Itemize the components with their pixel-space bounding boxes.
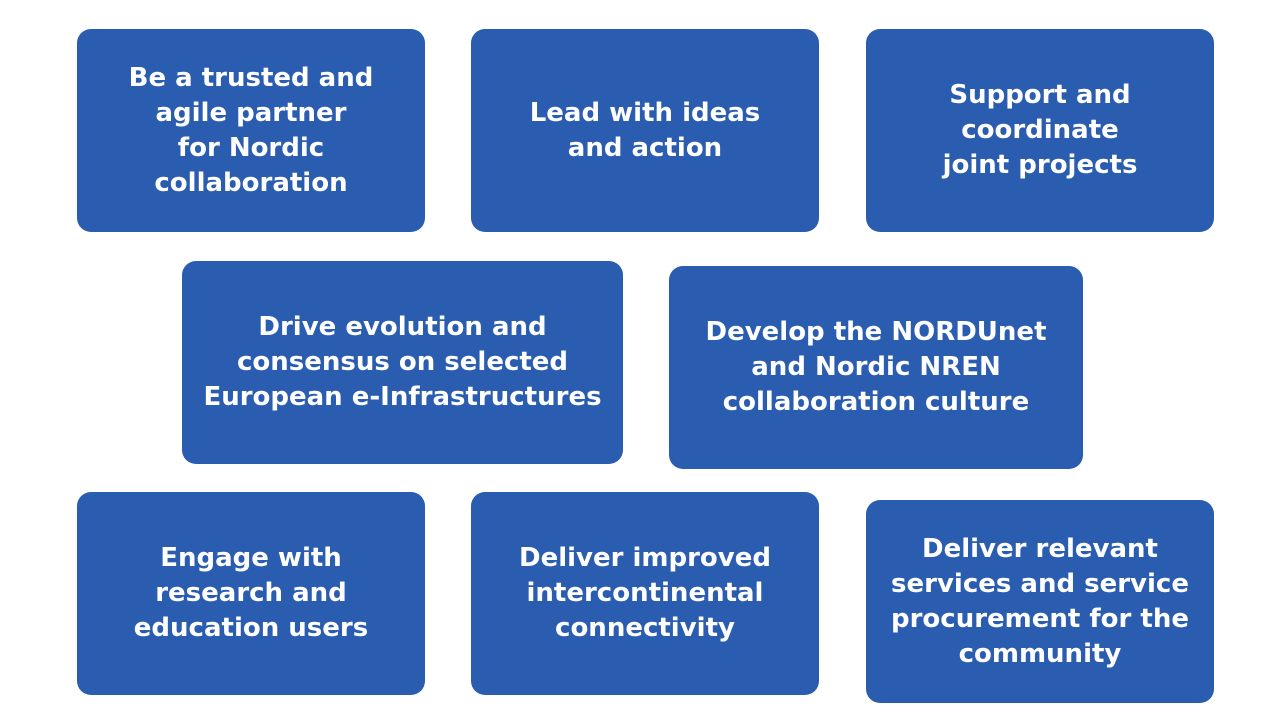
goal-text: Engage with research and education users: [133, 543, 369, 643]
goal-box-relevant-services: Deliver relevant services and service pr…: [866, 500, 1214, 703]
goal-text: Develop the NORDUnet and Nordic NREN col…: [705, 317, 1047, 417]
goal-text: Be a trusted and agile partner for Nordi…: [128, 62, 374, 198]
goal-box-collaboration-culture: Develop the NORDUnet and Nordic NREN col…: [669, 266, 1083, 469]
goal-box-support-projects: Support and coordinate joint projects: [866, 29, 1214, 232]
goal-text: Support and coordinate joint projects: [942, 80, 1138, 180]
goal-box-intercontinental-connectivity: Deliver improved intercontinental connec…: [471, 492, 819, 695]
goal-box-european-infrastructures: Drive evolution and consensus on selecte…: [182, 261, 623, 464]
goal-text: Deliver relevant services and service pr…: [890, 533, 1189, 669]
goal-text: Deliver improved intercontinental connec…: [519, 543, 771, 643]
goal-text: Lead with ideas and action: [529, 97, 761, 163]
goal-text: Drive evolution and consensus on selecte…: [203, 312, 602, 412]
goal-box-trusted-partner: Be a trusted and agile partner for Nordi…: [77, 29, 425, 232]
goal-box-lead-ideas: Lead with ideas and action: [471, 29, 819, 232]
goal-box-engage-users: Engage with research and education users: [77, 492, 425, 695]
